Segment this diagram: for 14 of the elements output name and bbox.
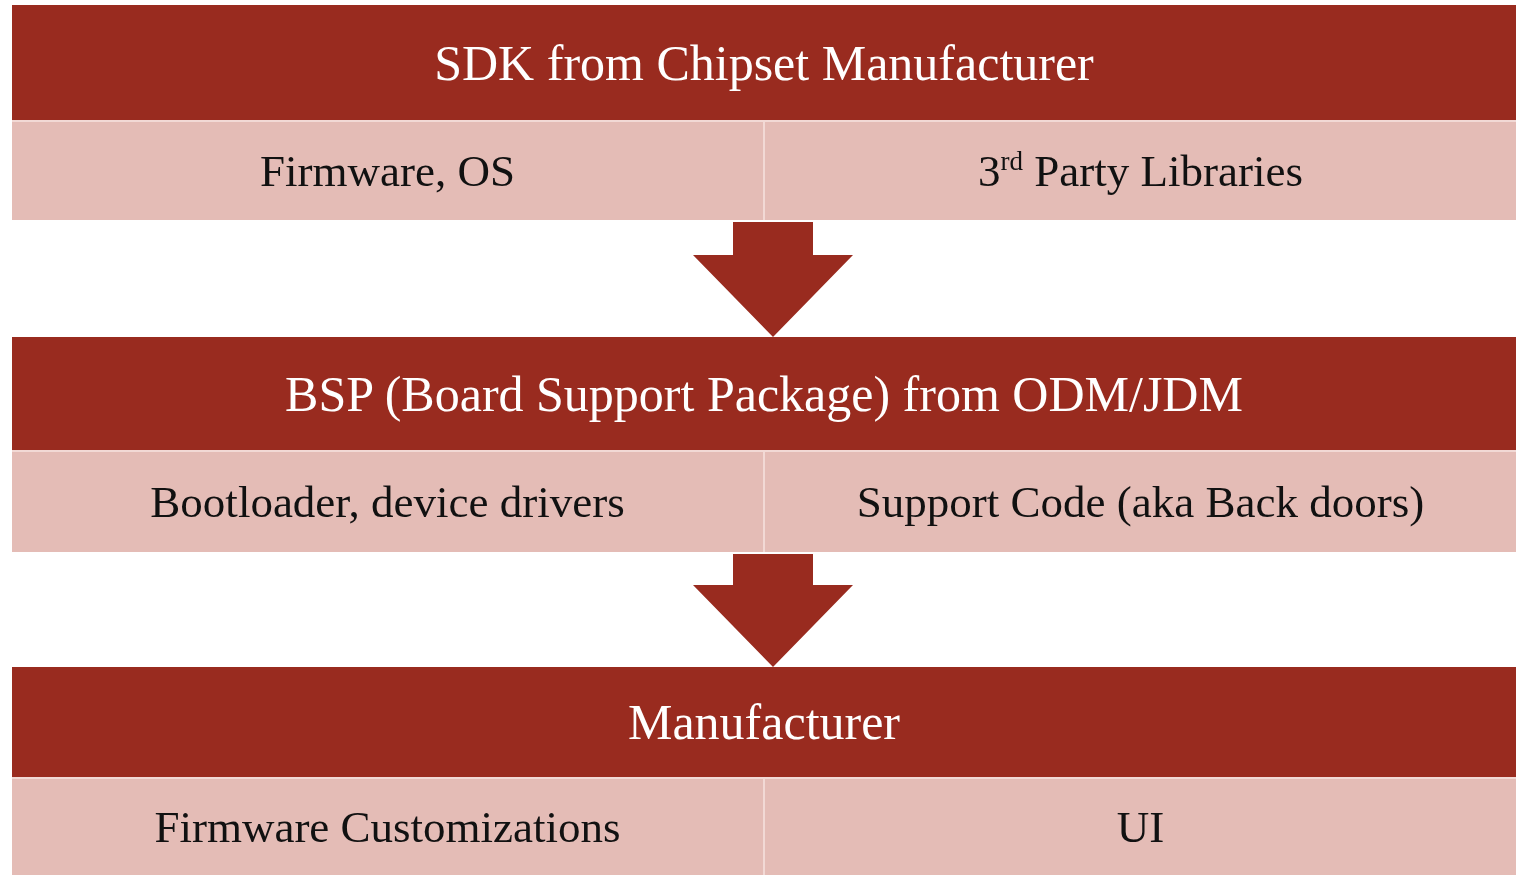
component-box: Firmware Customizations	[12, 779, 763, 875]
component-box: Bootloader, device drivers	[12, 452, 763, 552]
heading-band: SDK from Chipset Manufacturer	[12, 5, 1516, 120]
component-box: Support Code (aka Back doors)	[765, 452, 1516, 552]
block-arrow	[693, 554, 853, 667]
component-box: UI	[765, 779, 1516, 875]
block-arrow	[693, 222, 853, 337]
component-box: Firmware, OS	[12, 122, 763, 220]
tier-panel	[12, 5, 1516, 220]
heading-band: BSP (Board Support Package) from ODM/JDM	[12, 337, 1516, 450]
tier-panel	[12, 337, 1516, 552]
component-box: 3$^{rd}$ Party Libraries	[765, 122, 1516, 220]
tier-panel	[12, 667, 1516, 875]
heading-band: Manufacturer	[12, 667, 1516, 777]
